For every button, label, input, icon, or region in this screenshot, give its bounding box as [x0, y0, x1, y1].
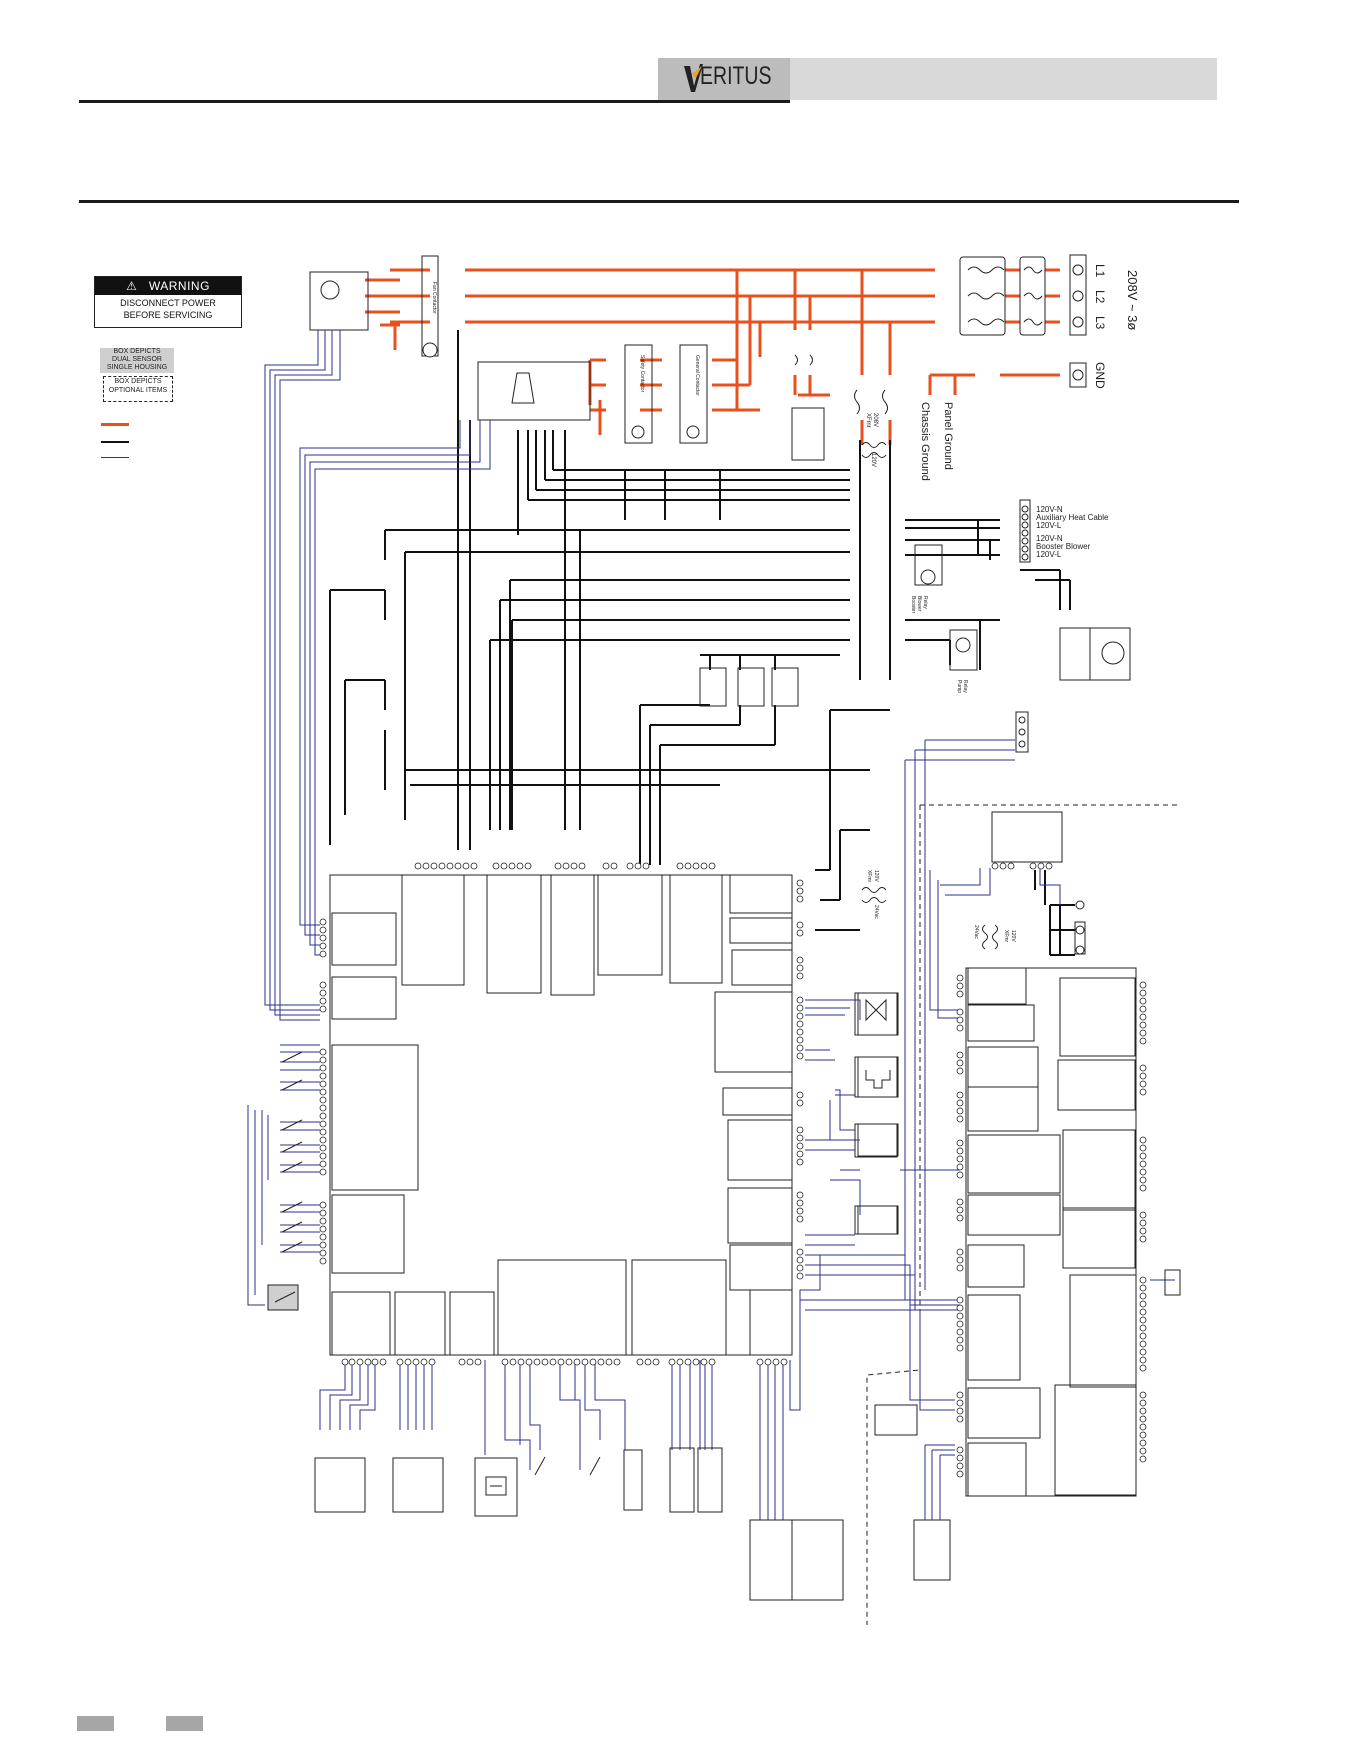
booster-relay-label-2: Blower: [916, 596, 922, 612]
terminal-l1-label: L1: [1093, 264, 1107, 278]
general-contactor: [679, 344, 708, 444]
transformer-symbols: [861, 442, 998, 950]
compressor-box: [477, 361, 591, 421]
low-voltage-wiring: [247, 330, 1175, 1520]
general-contactor-label: General Contactor: [694, 355, 700, 396]
safety-contactor-label: Safety Contactor: [639, 355, 645, 393]
aux-name-label: Auxiliary Heat Cable: [1036, 513, 1109, 522]
footer-tab-right: [166, 1716, 203, 1731]
xfmr-mid-secondary: 24Vac: [873, 905, 879, 919]
booster-relay-label-1: Booster: [910, 596, 916, 614]
warning-message: DISCONNECT POWER BEFORE SERVICING: [120, 298, 216, 320]
fuse-block-2: [1019, 256, 1046, 336]
booster-relay-label-3: Relay: [922, 596, 928, 609]
main-control-board: [329, 874, 899, 1356]
gas-valve-box: [854, 992, 898, 1036]
boost-name-label: Booster Blower: [1036, 542, 1091, 551]
fuse-block-1: [959, 256, 1006, 336]
fan-motor-box: [309, 271, 369, 331]
header-rule-top: [79, 100, 790, 103]
remote-control-box: [749, 1519, 844, 1601]
sensor-symbols: [274, 998, 891, 1496]
terminal-gnd: [1069, 362, 1087, 388]
fan-contactor-label: Fan Contactor: [431, 282, 437, 314]
device-c: [771, 667, 799, 707]
thermostat-b: [669, 1447, 695, 1513]
fused-device: [791, 407, 825, 461]
flow-switch-box: [854, 1205, 898, 1235]
xfmr-top-secondary: 120V: [870, 453, 876, 467]
terminal-l2-label: L2: [1093, 290, 1107, 304]
pump-relay-label-1: Pump: [956, 680, 962, 693]
aux-terminal-strip: [1019, 499, 1031, 563]
terminal-gnd-label: GND: [1093, 362, 1107, 389]
supply-voltage-label: 208V ~ 3ø: [1125, 270, 1140, 330]
optional-sensor-box: [874, 1404, 918, 1436]
xfmr-top-primary: 208V: [872, 413, 878, 427]
warning-label: ⚠ WARNING DISCONNECT POWER BEFORE SERVIC…: [94, 276, 242, 328]
optional-module: [991, 811, 1063, 863]
legend-line-voltage-swatch: [101, 423, 129, 426]
xfmr-opt-primary: 120V: [1010, 930, 1016, 942]
aux-l-label: 120V-L: [1036, 521, 1062, 530]
xfmr-opt-name: XFmr: [1003, 930, 1009, 943]
xfmr-top-name: XFmr: [865, 413, 871, 428]
chassis-ground-label: Chassis Ground: [919, 402, 931, 481]
logo-v-mark: [684, 64, 703, 92]
header-logo-dark: [658, 58, 790, 100]
thermostat-a: [623, 1449, 643, 1511]
sensor-box: [854, 1123, 898, 1158]
line-voltage-components: [309, 254, 1087, 461]
panel-ground-label: Panel Ground: [942, 402, 954, 470]
legend-low-voltage-swatch: [101, 457, 129, 458]
low-voltage-terminal-strip: [1015, 711, 1029, 753]
footer-tab-left: [77, 1716, 114, 1731]
boost-n-label: 120V-N: [1036, 534, 1063, 543]
pump-relay: [949, 629, 978, 671]
optional-remote-box: [913, 1519, 951, 1581]
relay-device: [474, 1457, 518, 1517]
xfmr-opt-secondary: 24Vac: [973, 925, 979, 939]
igniter-box: [854, 1056, 898, 1098]
sensor-harness-b: [392, 1457, 444, 1513]
warning-icon: ⚠: [126, 279, 138, 293]
xfmr-mid-name: XFmr: [866, 870, 872, 883]
warning-title: ⚠ WARNING: [95, 277, 241, 295]
thermostat-c: [697, 1447, 723, 1513]
legend-dual-sensor: BOX DEPICTS DUAL SENSOR SINGLE HOUSING: [100, 348, 174, 373]
optional-board-region: [866, 804, 1180, 1625]
xfmr-mid-primary: 120V: [873, 870, 879, 882]
brand-logo-text: ERITUS: [700, 62, 772, 90]
boost-l-label: 120V-L: [1036, 550, 1062, 559]
aux-n-label: 120V-N: [1036, 505, 1063, 514]
optional-control-board: [965, 967, 1137, 1497]
legend-optional-items: BOX DEPICTS OPTIONAL ITEMS: [103, 376, 173, 402]
booster-relay: [914, 544, 943, 586]
pump-relay-label-2: Relay: [962, 680, 968, 693]
safety-contactor: [624, 344, 653, 444]
header-rule-bottom: [79, 200, 1239, 203]
terminal-l3-label: L3: [1093, 316, 1107, 330]
line-voltage-wiring: [365, 268, 1060, 445]
optional-thermistor: [1164, 1269, 1181, 1296]
terminal-block-main: [1069, 254, 1087, 336]
legend-120v-swatch: [101, 441, 129, 443]
control-wiring: [329, 330, 1075, 956]
device-a: [699, 667, 727, 707]
sensor-harness-a: [314, 1457, 366, 1513]
device-b: [737, 667, 765, 707]
